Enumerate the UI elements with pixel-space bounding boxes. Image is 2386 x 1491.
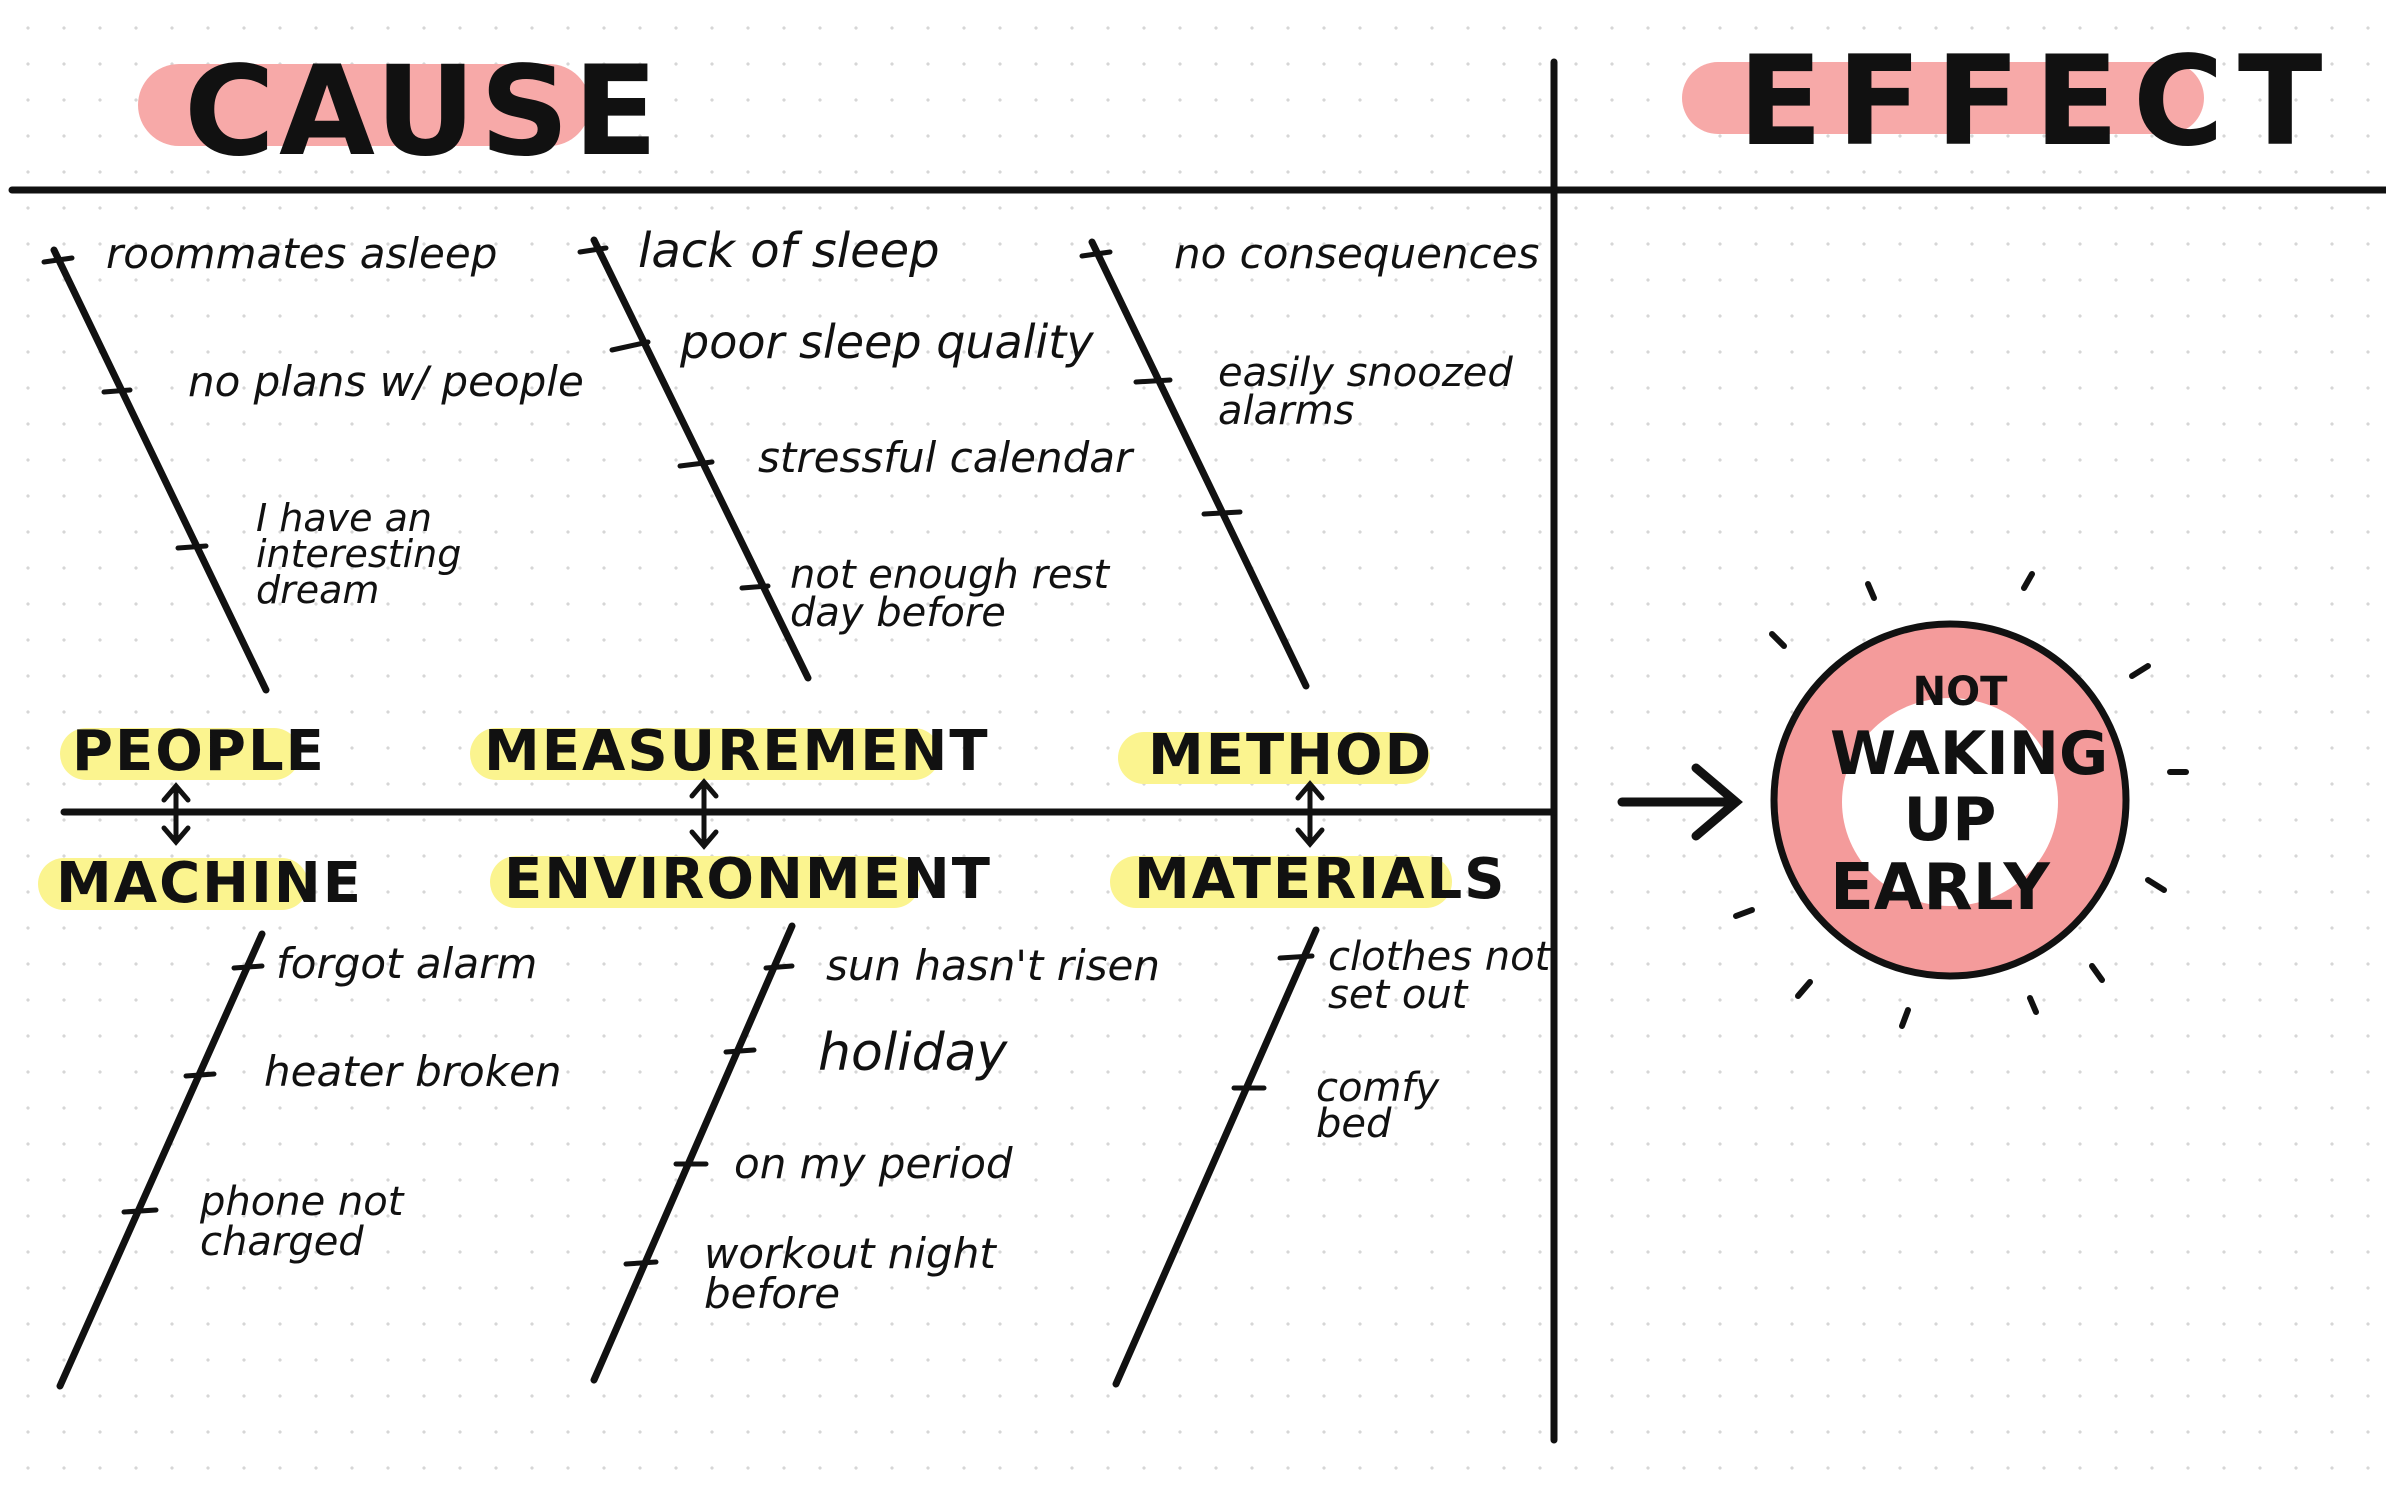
- cause-people-3: I have an interesting dream: [256, 496, 462, 613]
- cause-measurement-1: lack of sleep: [638, 223, 940, 279]
- cause-highlight: [138, 64, 590, 146]
- cause-measurement-2: poor sleep quality: [680, 315, 1094, 369]
- effect-inner-circle: [1842, 698, 2058, 906]
- effect-highlight: [1682, 62, 2204, 134]
- category-people: PEOPLE: [72, 719, 326, 784]
- materials-highlight: [1110, 856, 1452, 908]
- cause-environment-2: holiday: [818, 1023, 1008, 1083]
- measurement-bone: [590, 236, 812, 682]
- category-machine: MACHINE: [56, 851, 363, 916]
- category-method: METHOD: [1148, 723, 1434, 788]
- cause-machine-1: forgot alarm: [276, 939, 538, 988]
- materials-bone: [1112, 926, 1320, 1388]
- machine-bone: [56, 930, 266, 1390]
- cause-environment-4: workout night before: [704, 1229, 996, 1318]
- people-bone: [50, 246, 270, 694]
- cause-people-2: no plans w/ people: [188, 357, 584, 406]
- cause-machine-2: heater broken: [264, 1047, 562, 1096]
- category-measurement: MEASUREMENT: [484, 719, 990, 784]
- cause-materials-1: clothes not set out: [1328, 934, 1551, 1018]
- measurement-highlight: [470, 728, 940, 780]
- effect-line-early: EARLY: [1830, 851, 2050, 925]
- effect-line-up: UP: [1903, 785, 1997, 855]
- cause-materials-2: comfy bed: [1316, 1065, 1440, 1147]
- effect-header: EFFECT: [1738, 30, 2337, 174]
- cause-environment-3: on my period: [734, 1139, 1013, 1188]
- cause-method-2: easily snoozed alarms: [1218, 350, 1513, 434]
- environment-highlight: [490, 856, 920, 908]
- cause-measurement-3: stressful calendar: [758, 433, 1133, 482]
- people-highlight: [60, 728, 300, 780]
- cause-header: CAUSE: [184, 40, 662, 184]
- sunburst-dashes: [1733, 571, 2189, 1029]
- effect-line-waking: WAKING: [1830, 719, 2109, 789]
- cause-people-1: roommates asleep: [106, 229, 498, 278]
- effect-arrow: [1617, 763, 1743, 841]
- cause-environment-1: sun hasn't risen: [826, 941, 1160, 990]
- method-bone: [1088, 238, 1310, 690]
- cause-machine-3: phone not charged: [200, 1179, 404, 1265]
- machine-highlight: [38, 858, 308, 910]
- environment-bone: [590, 922, 796, 1384]
- method-highlight: [1118, 732, 1430, 784]
- cause-measurement-4: not enough rest day before: [790, 552, 1110, 636]
- effect-line-not: NOT: [1912, 669, 2008, 715]
- cause-method-1: no consequences: [1174, 229, 1540, 278]
- category-materials: MATERIALS: [1134, 847, 1507, 912]
- category-environment: ENVIRONMENT: [504, 847, 992, 912]
